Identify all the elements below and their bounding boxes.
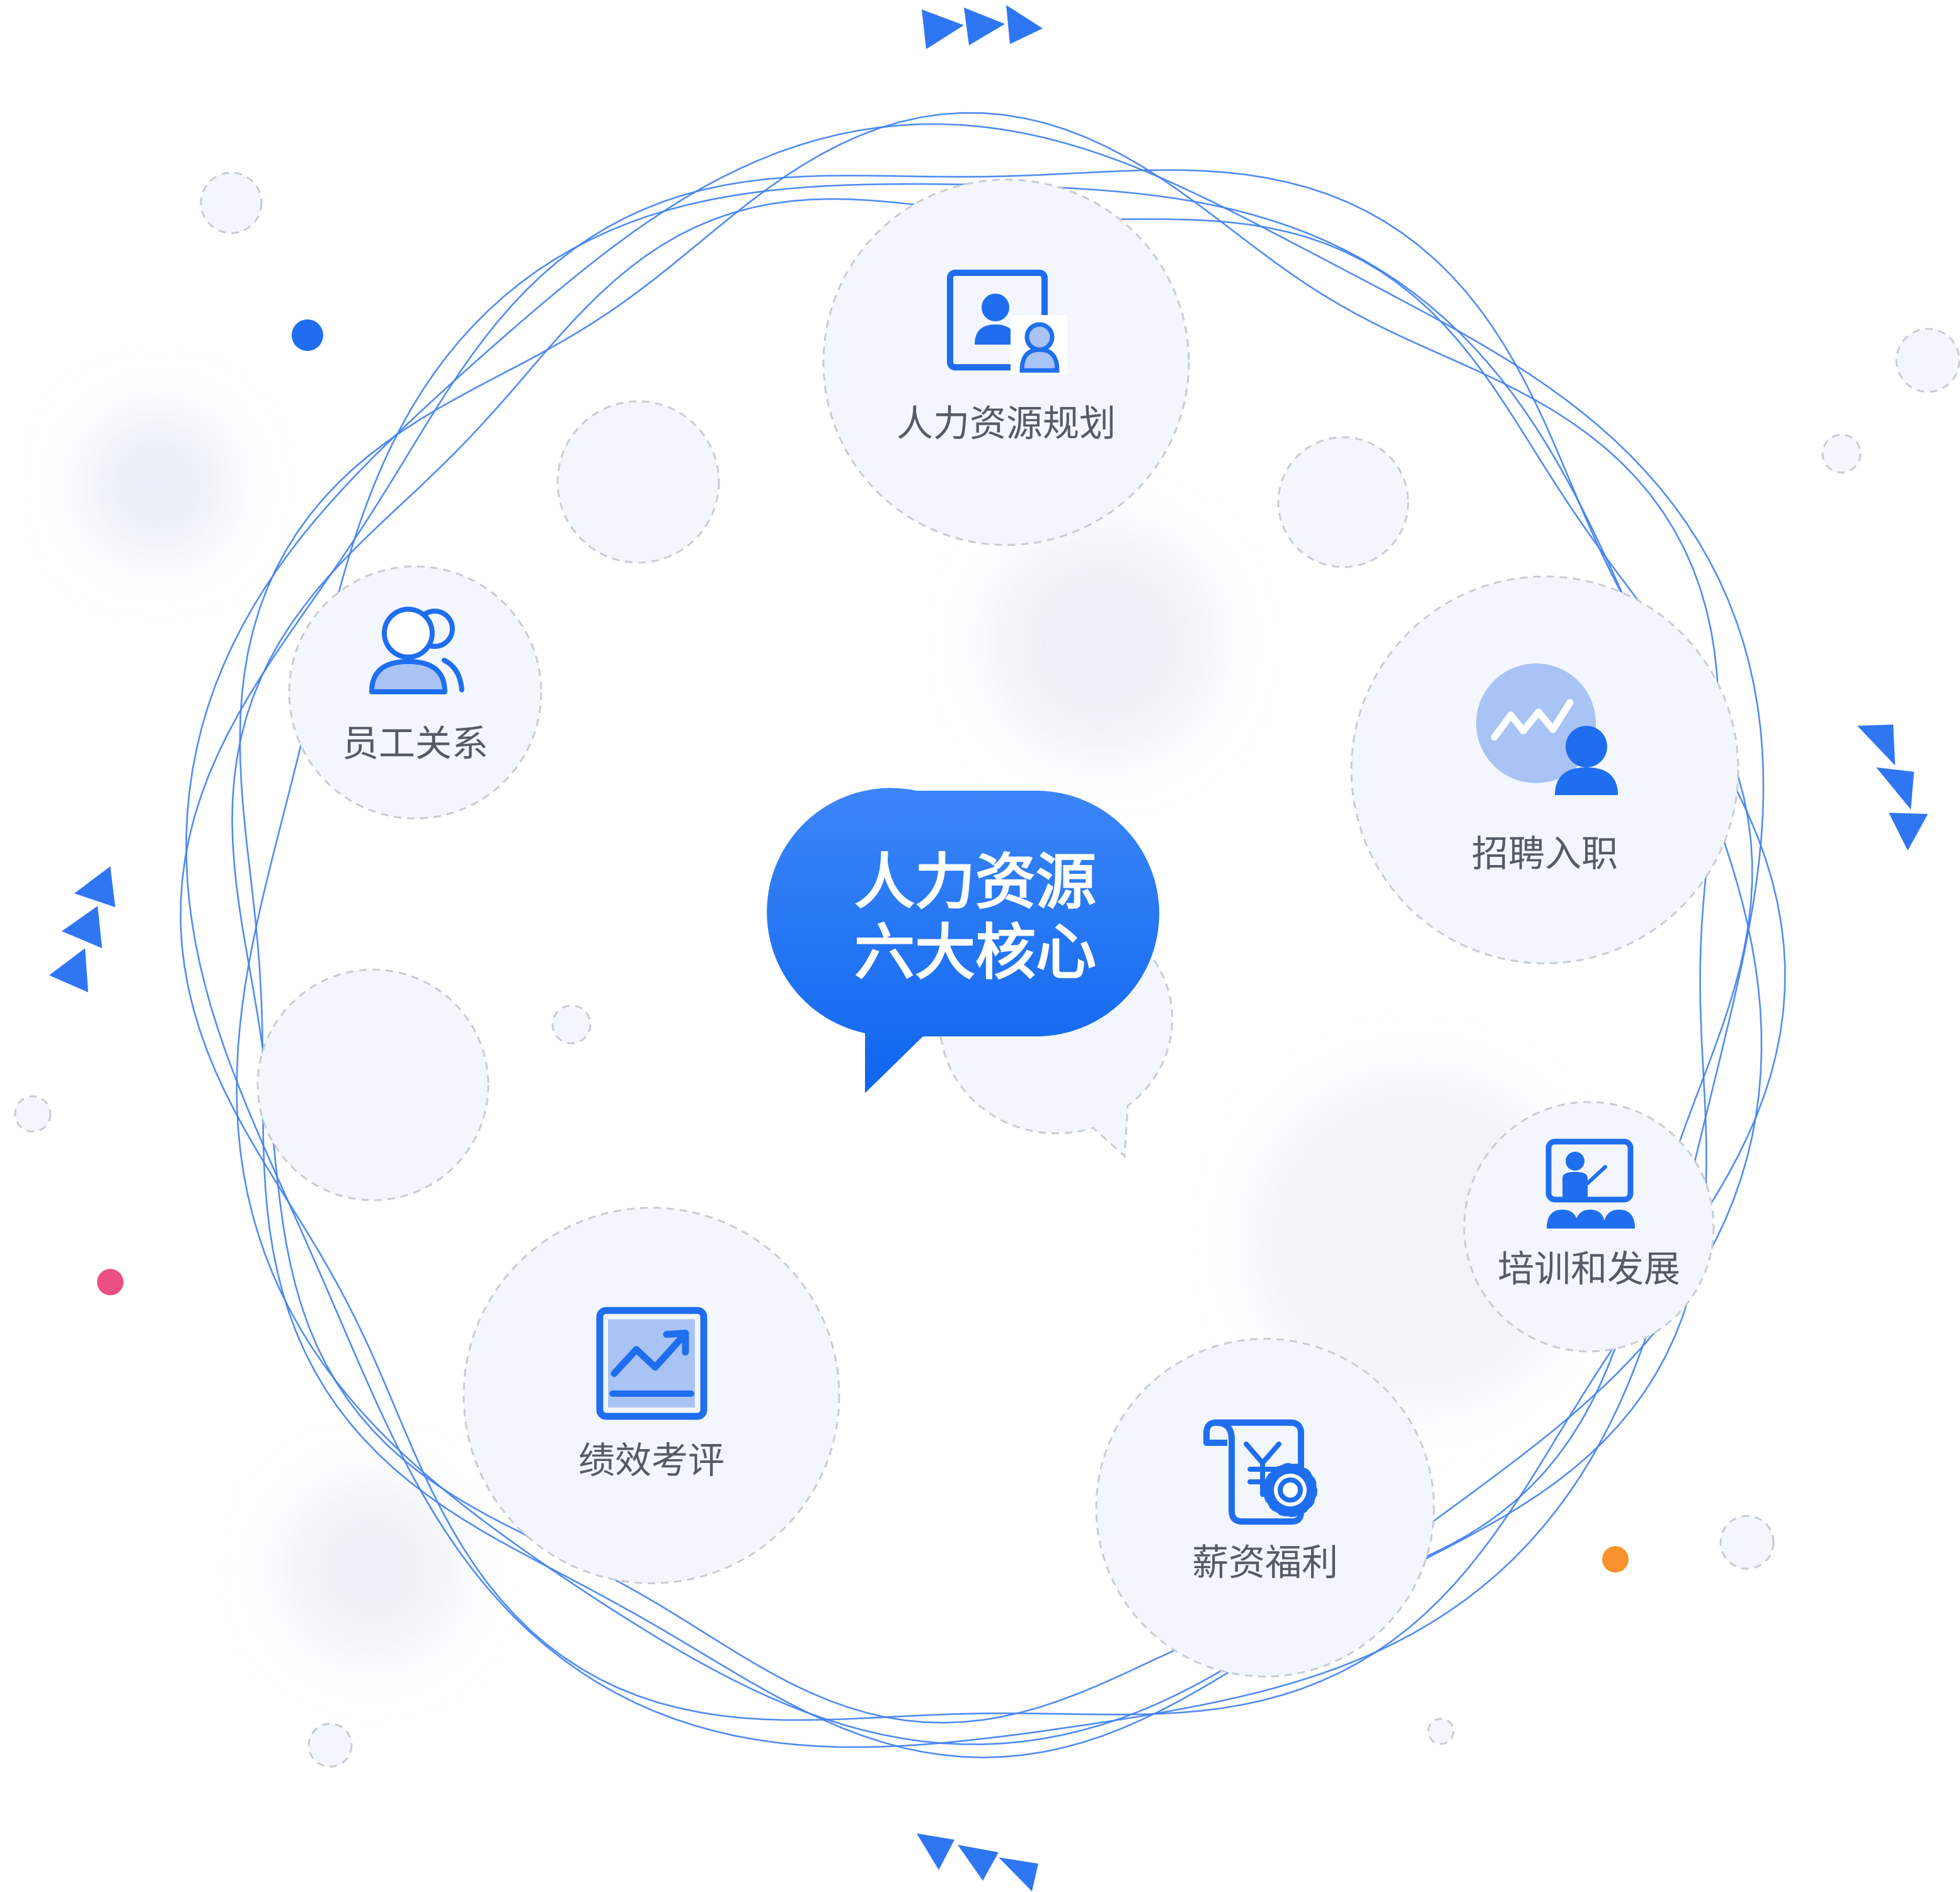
hr-planning-icon bbox=[947, 270, 1067, 375]
decor-circle bbox=[1821, 433, 1862, 474]
decor-circle bbox=[14, 1095, 52, 1133]
decor-circle bbox=[1895, 328, 1960, 393]
right-triangle bbox=[1876, 767, 1914, 810]
node-hr-planning[interactable]: 人力资源规划 bbox=[822, 178, 1190, 546]
node-circle bbox=[822, 178, 1190, 546]
speech-bubble bbox=[767, 788, 1159, 1093]
right-triangle bbox=[1889, 813, 1928, 851]
recruiting-icon bbox=[1476, 663, 1618, 795]
center-title-line2: 六大核心 bbox=[854, 917, 1096, 988]
bottom-triangle bbox=[958, 1845, 999, 1881]
accent-dots bbox=[97, 319, 1629, 1573]
node-circle bbox=[1095, 1338, 1435, 1678]
training-icon bbox=[1545, 1138, 1635, 1229]
top-triangle bbox=[1006, 5, 1043, 44]
center-bubble: 人力资源 六大核心 bbox=[767, 788, 1174, 1159]
node-label: 培训和发展 bbox=[1498, 1247, 1680, 1290]
decor-circle bbox=[256, 968, 490, 1201]
decor-circle bbox=[200, 171, 263, 234]
node-training[interactable]: 培训和发展 bbox=[1463, 1101, 1715, 1353]
decor-circle bbox=[1427, 1717, 1455, 1745]
node-label: 员工关系 bbox=[342, 722, 488, 765]
left-triangle bbox=[74, 866, 115, 907]
right-triangle bbox=[1857, 725, 1895, 765]
blur-blob bbox=[989, 529, 1216, 756]
bottom-triangle bbox=[917, 1833, 954, 1870]
decor-circle bbox=[556, 400, 720, 564]
decor-circle bbox=[1277, 436, 1409, 568]
blur-blob bbox=[85, 413, 230, 558]
node-compensation[interactable]: 薪资福利 bbox=[1095, 1338, 1435, 1678]
compensation-icon bbox=[1203, 1419, 1317, 1525]
triangle-decorations bbox=[49, 5, 1928, 1891]
decor-circle bbox=[551, 1004, 592, 1045]
performance-icon bbox=[596, 1307, 708, 1420]
orange-dot bbox=[1602, 1546, 1629, 1573]
decor-circle bbox=[307, 1723, 353, 1768]
node-performance[interactable]: 绩效考评 bbox=[462, 1207, 840, 1585]
decor-circle bbox=[1719, 1515, 1775, 1570]
node-recruiting[interactable]: 招聘入职 bbox=[1350, 575, 1739, 965]
left-triangle bbox=[49, 948, 88, 992]
blue-dot bbox=[292, 319, 323, 351]
wavy-ring bbox=[185, 123, 1765, 1748]
top-triangle bbox=[964, 8, 1005, 45]
bottom-triangle bbox=[999, 1857, 1038, 1891]
node-label: 人力资源规划 bbox=[897, 402, 1116, 445]
pink-dot bbox=[97, 1269, 123, 1295]
node-label: 薪资福利 bbox=[1192, 1541, 1338, 1584]
decor-circles bbox=[14, 171, 1960, 1768]
node-label: 招聘入职 bbox=[1472, 832, 1618, 875]
blur-blob bbox=[284, 1481, 460, 1657]
node-label: 绩效考评 bbox=[578, 1439, 725, 1482]
left-triangle bbox=[62, 906, 102, 948]
top-triangle bbox=[922, 9, 964, 49]
employee-relations-icon bbox=[369, 607, 464, 694]
center-title-line1: 人力资源 bbox=[854, 847, 1096, 917]
node-employee-relations[interactable]: 员工关系 bbox=[288, 565, 542, 820]
